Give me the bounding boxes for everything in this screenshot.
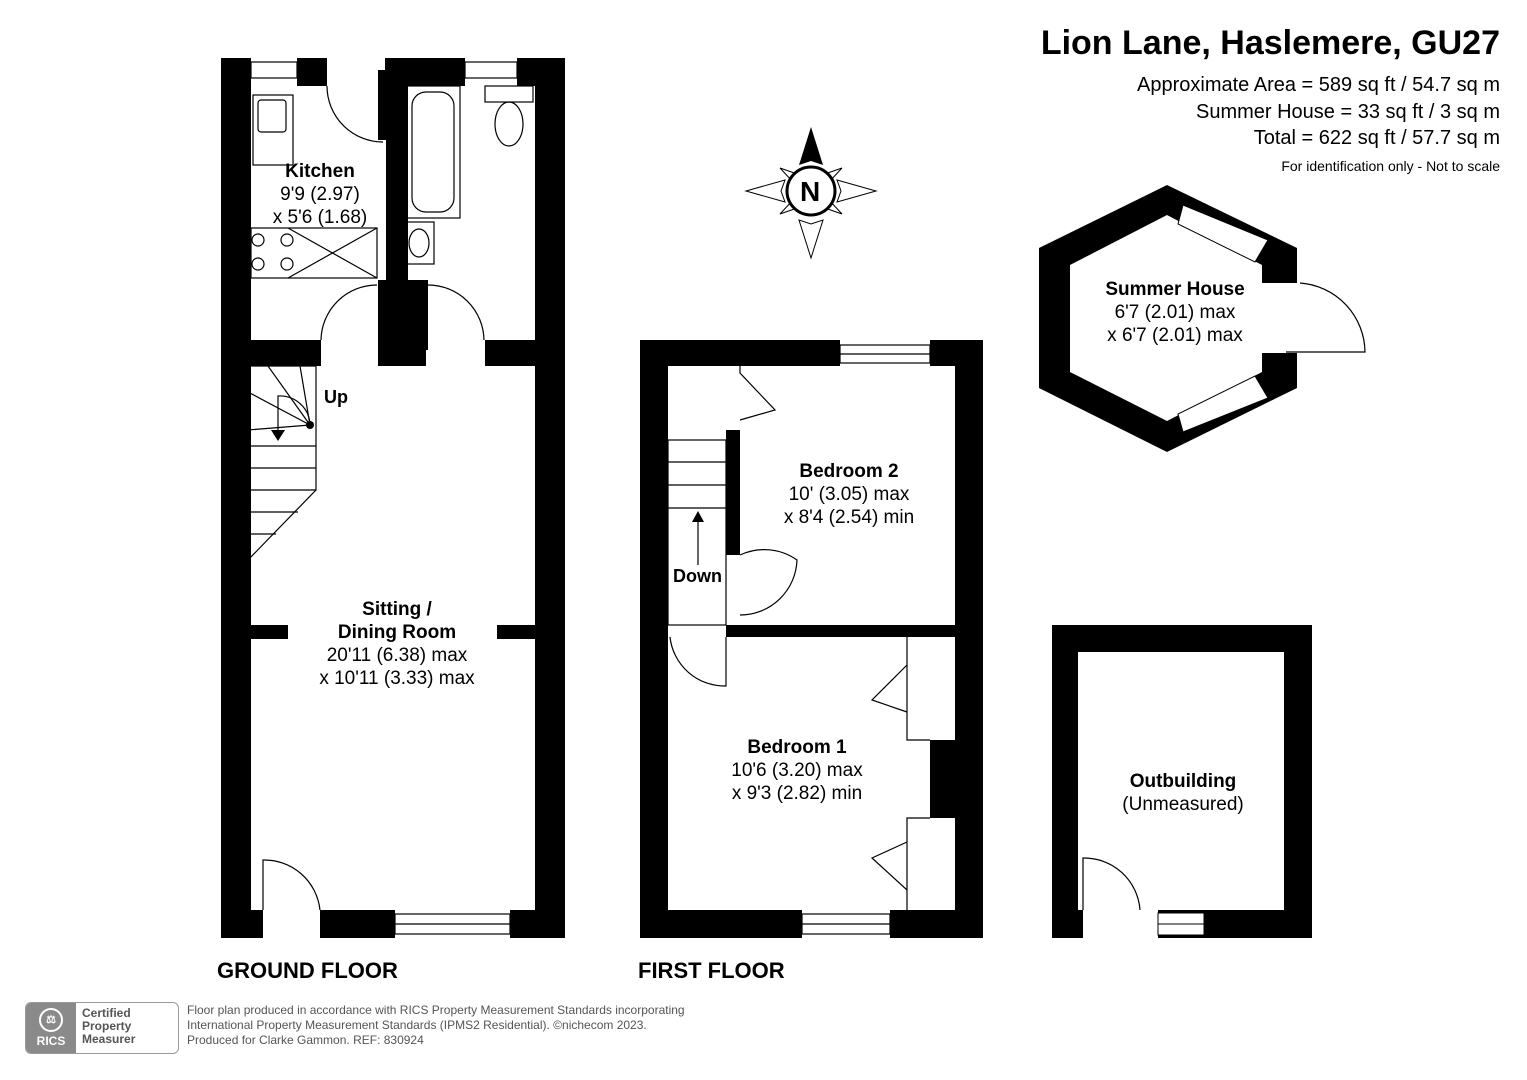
approx-area: Approximate Area = 589 sq ft / 54.7 sq m [1137,74,1500,96]
first-floor-walls [640,340,983,938]
room-dim: x 10'11 (3.33) max [319,668,475,689]
summer-house-label: Summer House 6'7 (2.01) max x 6'7 (2.01)… [1105,278,1244,347]
sitting-dining-label: Sitting / Dining Room 20'11 (6.38) max x… [319,598,474,690]
not-to-scale-note: For identification only - Not to scale [1281,158,1500,174]
room-name: Dining Room [337,622,457,643]
disclaimer-line: Produced for Clarke Gammon. REF: 830924 [187,1033,424,1047]
ground-floor-walls [221,58,565,938]
room-dim: x 8'4 (2.54) min [783,507,915,528]
compass-north-label: N [800,176,821,207]
room-name: Summer House [1105,279,1245,300]
property-title: Lion Lane, Haslemere, GU27 [1040,24,1500,62]
rics-certified-badge: ⚖ RICS Certified Property Measurer [25,1002,179,1054]
summer-house-walls [1039,185,1366,452]
stairs-down-label: Down [673,566,722,586]
ground-floor-heading: GROUND FLOOR [217,958,398,983]
compass-rose-icon [744,127,878,260]
badge-line: Measurer [82,1032,136,1046]
room-dim: x 6'7 (2.01) max [1107,325,1243,346]
room-dim: 10' (3.05) max [788,484,910,505]
outbuilding-walls [1052,625,1312,938]
outbuilding-label: Outbuilding (Unmeasured) [1122,770,1243,816]
room-name: Outbuilding [1129,771,1237,792]
kitchen-label: Kitchen 9'9 (2.97) x 5'6 (1.68) [273,160,367,229]
room-dim: 10'6 (3.20) max [731,760,863,781]
room-dim: 20'11 (6.38) max [326,645,468,666]
room-name: Sitting / [362,599,432,620]
first-floor-heading: FIRST FLOOR [638,958,785,983]
summer-house-area: Summer House = 33 sq ft / 3 sq m [1195,101,1500,123]
room-name: Bedroom 1 [747,737,847,758]
ground-floor-fixtures [247,61,534,935]
room-name: Bedroom 2 [799,461,899,482]
disclaimer-line: Floor plan produced in accordance with R… [187,1003,685,1017]
rics-mark-text: RICS [36,1034,66,1048]
room-name: Kitchen [285,161,355,182]
first-floor-fixtures [667,344,931,935]
stairs-up-label: Up [324,387,348,407]
badge-line: Certified [82,1006,131,1020]
room-dim: x 5'6 (1.68) [272,207,368,228]
rics-badge-text: Certified Property Measurer [76,1003,141,1053]
total-area: Total = 622 sq ft / 57.7 sq m [1253,127,1500,149]
rics-emblem-icon: ⚖ [39,1008,63,1032]
room-dim: 9'9 (2.97) [280,184,360,205]
disclaimer-line: International Property Measurement Stand… [187,1018,647,1032]
bedroom-1-label: Bedroom 1 10'6 (3.20) max x 9'3 (2.82) m… [731,736,862,805]
room-dim: x 9'3 (2.82) min [731,783,863,804]
room-dim: 6'7 (2.01) max [1114,302,1236,323]
badge-line: Property [82,1019,132,1033]
room-dim: (Unmeasured) [1122,794,1244,815]
bedroom-2-label: Bedroom 2 10' (3.05) max x 8'4 (2.54) mi… [784,460,914,529]
rics-logo: ⚖ RICS [26,1003,76,1053]
